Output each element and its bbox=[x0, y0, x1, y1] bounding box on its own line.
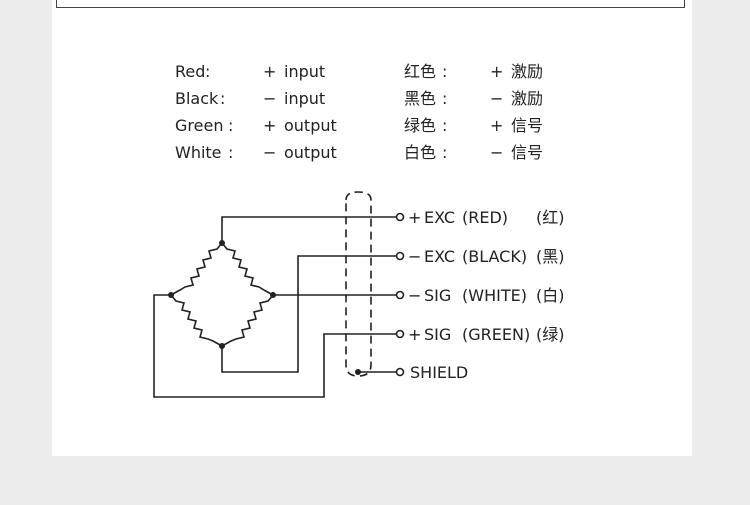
terminal-name: EXC bbox=[424, 247, 455, 266]
legend-zh-polarity: − bbox=[490, 89, 503, 109]
terminal-icon bbox=[395, 367, 405, 377]
terminal-wire-color-zh: (红) bbox=[536, 208, 565, 227]
terminal-icon bbox=[395, 251, 405, 261]
legend-en-polarity: − bbox=[263, 89, 276, 109]
legend-zh-polarity: + bbox=[490, 116, 503, 136]
wire-exc-positive bbox=[221, 216, 400, 243]
legend-en-function: input bbox=[284, 89, 325, 109]
legend-en-sep: : bbox=[205, 62, 210, 82]
terminal-wire-color-zh: (白) bbox=[536, 286, 565, 305]
terminal-name: SHIELD bbox=[410, 363, 468, 382]
legend-zh-color: 红色 bbox=[404, 62, 436, 82]
legend-zh-function: 信号 bbox=[511, 143, 543, 163]
top-frame bbox=[56, 0, 685, 8]
terminal-icon bbox=[395, 329, 405, 339]
terminal-icon bbox=[395, 290, 405, 300]
terminal-name: EXC bbox=[424, 208, 455, 227]
legend-zh-color: 白色 bbox=[404, 143, 436, 163]
terminal-sign: + bbox=[408, 208, 421, 227]
shield-node bbox=[355, 369, 361, 375]
terminal-sign: − bbox=[408, 286, 421, 305]
legend-en-sep: : bbox=[228, 116, 233, 136]
terminal-name: SIG bbox=[424, 325, 451, 344]
legend-zh-sep: : bbox=[442, 116, 447, 136]
bridge-resistor bbox=[221, 242, 274, 296]
legend-zh-function: 激励 bbox=[511, 62, 543, 82]
terminal-icon bbox=[395, 212, 405, 222]
legend-en-function: output bbox=[284, 116, 337, 136]
legend-zh-function: 信号 bbox=[511, 116, 543, 136]
terminal-wire-color: (GREEN) bbox=[462, 325, 530, 344]
legend-en-function: input bbox=[284, 62, 325, 82]
bridge-resistor bbox=[170, 294, 223, 347]
bridge-node bbox=[219, 343, 225, 349]
legend-en-color: Red bbox=[175, 62, 205, 82]
bridge-resistor bbox=[170, 242, 223, 296]
cable-shield-outline bbox=[345, 191, 372, 377]
bridge-node bbox=[219, 240, 225, 246]
legend-en-function: output bbox=[284, 143, 337, 163]
legend-en-color: Black bbox=[175, 89, 218, 109]
terminal-wire-color-zh: (绿) bbox=[536, 325, 565, 344]
legend-en-color: Green bbox=[175, 116, 223, 136]
bridge-node bbox=[270, 292, 276, 298]
legend-en-sep: : bbox=[220, 89, 225, 109]
legend-en-color: White bbox=[175, 143, 222, 163]
terminal-wire-color: (BLACK) bbox=[462, 247, 527, 266]
legend-zh-polarity: − bbox=[490, 143, 503, 163]
content-panel bbox=[52, 0, 692, 456]
legend-zh-function: 激励 bbox=[511, 89, 543, 109]
terminal-sign: − bbox=[408, 247, 421, 266]
legend-zh-color: 绿色 bbox=[404, 116, 436, 136]
terminal-name: SIG bbox=[424, 286, 451, 305]
legend-zh-color: 黑色 bbox=[404, 89, 436, 109]
wire-sig-positive bbox=[153, 294, 400, 398]
bridge-node bbox=[168, 292, 174, 298]
terminal-sign: + bbox=[408, 325, 421, 344]
bridge-resistor bbox=[221, 294, 274, 347]
legend-zh-sep: : bbox=[442, 143, 447, 163]
legend-en-polarity: + bbox=[263, 62, 276, 82]
legend-en-sep: : bbox=[228, 143, 233, 163]
legend-en-polarity: − bbox=[263, 143, 276, 163]
wire-exc-negative bbox=[221, 255, 400, 373]
legend-en-polarity: + bbox=[263, 116, 276, 136]
legend-zh-sep: : bbox=[442, 62, 447, 82]
legend-zh-sep: : bbox=[442, 89, 447, 109]
terminal-wire-color: (RED) bbox=[462, 208, 508, 227]
legend-zh-polarity: + bbox=[490, 62, 503, 82]
terminal-wire-color: (WHITE) bbox=[462, 286, 527, 305]
terminal-wire-color-zh: (黑) bbox=[536, 247, 565, 266]
